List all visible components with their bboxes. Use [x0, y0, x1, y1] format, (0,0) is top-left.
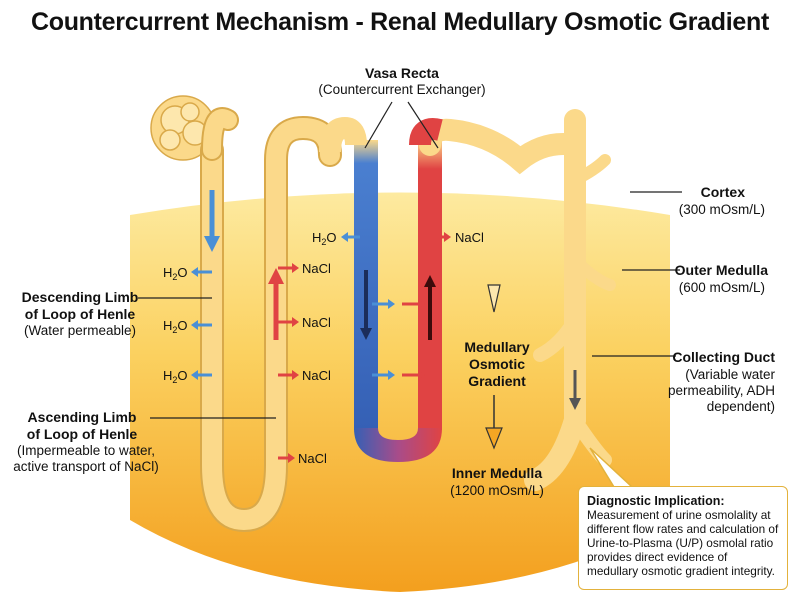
descending-limb-label: Descending Limb: [22, 289, 139, 305]
gradient-label: Osmotic: [469, 356, 525, 372]
vasa-exchange-arrow: [372, 299, 395, 309]
water-label: H2O: [163, 368, 188, 385]
vasa-exchange-arrow: [402, 299, 425, 309]
callout-title: Diagnostic Implication:: [587, 494, 725, 508]
outer-medulla-label: Outer Medulla: [675, 262, 769, 278]
ascending-limb-note: (Impermeable to water,: [17, 443, 155, 458]
water-efflux-arrow: [191, 320, 212, 330]
cortex-osmolality: (300 mOsm/L): [679, 202, 765, 217]
ascending-limb-note: active transport of NaCl): [13, 459, 159, 474]
vasa-exchange-arrow: [402, 370, 425, 380]
collecting-duct-flow-arrow: [569, 370, 581, 410]
collecting-duct-label: Collecting Duct: [672, 349, 775, 365]
water-label: H2O: [163, 265, 188, 282]
outer-medulla-osmolality: (600 mOsm/L): [679, 280, 765, 295]
vasa-recta-top-left: [319, 116, 367, 153]
vasa-ascending-flow-arrow: [424, 275, 436, 340]
salt-efflux-arrow: [278, 453, 295, 463]
descending-limb-label: of Loop of Henle: [25, 306, 136, 322]
vasa-recta-bottom-loop: [354, 428, 442, 462]
salt-label: NaCl: [298, 451, 327, 466]
cortex-label: Cortex: [701, 184, 746, 200]
water-efflux-arrow: [191, 267, 212, 277]
salt-label: NaCl: [302, 261, 331, 276]
descending-limb-note: (Water permeable): [24, 323, 136, 338]
salt-efflux-arrow: [278, 317, 299, 327]
descending-flow-arrow: [204, 190, 220, 252]
vasa-recta-role: (Countercurrent Exchanger): [318, 82, 485, 97]
inner-medulla-osmolality: (1200 mOsm/L): [450, 483, 544, 498]
water-label: H2O: [163, 318, 188, 335]
salt-efflux-arrow: [278, 370, 299, 380]
salt-efflux-arrow: [278, 263, 299, 273]
collecting-duct-note: permeability, ADH: [668, 383, 775, 398]
leader-lines: [138, 101, 682, 419]
collecting-duct-note: dependent): [707, 399, 775, 414]
salt-label: NaCl: [302, 315, 331, 330]
inner-medulla-label: Inner Medulla: [452, 465, 542, 481]
vasa-water-label: H2O: [312, 230, 337, 247]
gradient-label: Medullary: [464, 339, 530, 355]
vasa-salt-label: NaCl: [455, 230, 484, 245]
diagnostic-callout: Diagnostic Implication: Measurement of u…: [578, 486, 788, 590]
gradient-arrow: [485, 395, 503, 450]
gradient-wedge: [487, 284, 501, 313]
vasa-exchange-arrow: [372, 370, 395, 380]
ascending-flow-arrow: [268, 268, 284, 340]
diagram-title: Countercurrent Mechanism - Renal Medulla…: [30, 8, 769, 36]
collecting-duct-note: (Variable water: [685, 367, 775, 382]
callout-body: Measurement of urine osmolality at diffe…: [587, 508, 779, 578]
vasa-water-arrow: [341, 232, 360, 242]
vasa-salt-arrow: [432, 232, 451, 242]
ascending-limb-label: of Loop of Henle: [27, 426, 138, 442]
water-efflux-arrow: [191, 370, 212, 380]
salt-label: NaCl: [302, 368, 331, 383]
glomerulus: [150, 95, 216, 161]
ascending-limb-label: Ascending Limb: [28, 409, 137, 425]
vasa-descending-flow-arrow: [360, 270, 372, 340]
gradient-label: Gradient: [468, 373, 526, 389]
vasa-recta-top-right: [419, 118, 586, 175]
vasa-recta-label: Vasa Recta: [365, 65, 439, 81]
